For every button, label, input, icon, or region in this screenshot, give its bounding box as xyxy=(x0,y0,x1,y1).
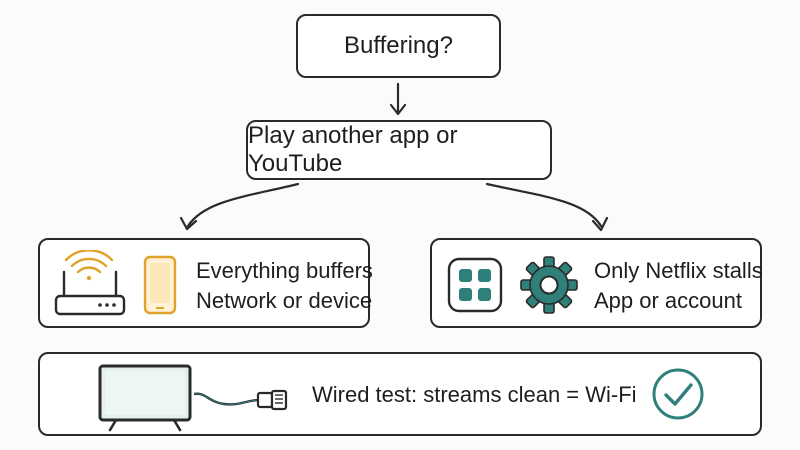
ethernet-cable-icon xyxy=(194,389,288,411)
bottom-label: Wired test: streams clean = Wi-Fi xyxy=(312,382,637,407)
left-line2: Network or device xyxy=(196,288,373,313)
right-line2: App or account xyxy=(594,288,742,313)
start-node: Buffering? xyxy=(296,14,501,78)
check-circle-icon xyxy=(652,368,704,420)
start-label: Buffering? xyxy=(344,32,453,59)
arrow-test-to-left xyxy=(186,182,300,228)
bottom-node: Wired test: streams clean = Wi-Fi xyxy=(38,352,762,436)
right-line1: Only Netflix stalls xyxy=(594,258,763,283)
right-node: Only Netflix stalls App or account xyxy=(430,238,763,328)
left-line1: Everything buffers xyxy=(196,258,373,283)
wifi-router-icon xyxy=(54,250,126,316)
app-grid-icon xyxy=(447,257,503,313)
test-label: Play another app or YouTube xyxy=(248,122,458,177)
test-node: Play another app or YouTube xyxy=(246,120,552,180)
arrow-test-to-right xyxy=(485,182,603,228)
smartphone-icon xyxy=(143,255,177,315)
gear-icon xyxy=(520,256,578,314)
left-node: Everything buffers Network or device xyxy=(38,238,373,328)
tv-icon xyxy=(98,364,192,432)
